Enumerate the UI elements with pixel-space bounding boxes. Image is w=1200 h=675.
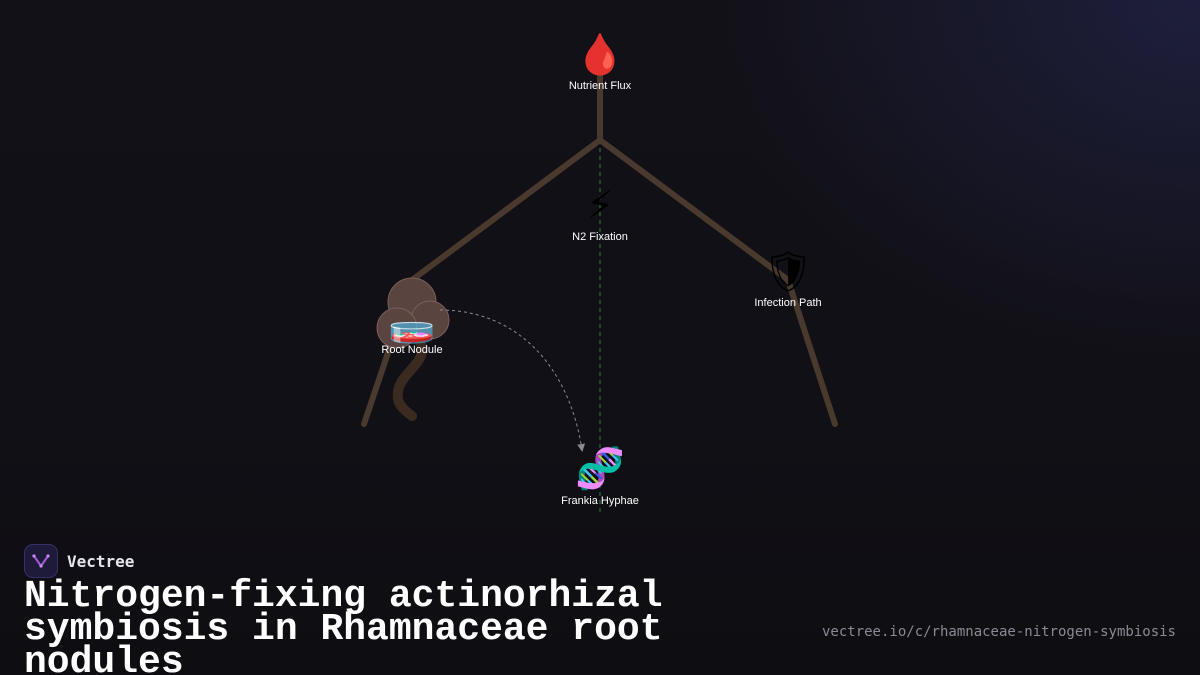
left-branch [409, 137, 603, 283]
node-n2-fixation[interactable]: ⚡ N2 Fixation [572, 183, 628, 243]
left-root-branch [361, 332, 397, 427]
page-title: Nitrogen-fixing actinorhizal symbiosis i… [24, 575, 663, 675]
node-label: Frankia Hyphae [561, 495, 639, 507]
node-label: Nutrient Flux [569, 80, 632, 92]
brand-name: Vectree [67, 551, 135, 571]
node-label: N2 Fixation [572, 231, 628, 243]
root-tendril [392, 337, 427, 421]
nodule-to-hyphae-link [439, 309, 586, 452]
dna-icon: 🧬 [575, 444, 625, 492]
drop-of-blood-icon: 🩸 [575, 31, 625, 78]
brand[interactable]: Vectree [24, 544, 134, 578]
source-url[interactable]: vectree.io/c/rhamnaceae-nitrogen-symbios… [821, 624, 1176, 640]
right-branch [597, 137, 791, 283]
node-nutrient-flux[interactable]: 🩸 Nutrient Flux [569, 31, 632, 92]
node-label: Infection Path [754, 297, 821, 309]
node-frankia-hyphae[interactable]: 🧬 Frankia Hyphae [561, 444, 639, 507]
root-nodule-cluster [376, 277, 450, 349]
vectree-logo-icon [24, 544, 58, 578]
right-root-branch [785, 277, 838, 427]
lightning-bolt-icon: ⚡ [586, 183, 614, 229]
node-label: Root Nodule [381, 344, 442, 356]
petri-dish-icon: 🧫 [388, 301, 435, 345]
node-infection-path[interactable]: 🛡 Infection Path [754, 249, 821, 309]
shield-icon: 🛡 [763, 249, 814, 295]
node-root-nodule[interactable]: 🧫 Root Nodule [381, 301, 442, 356]
